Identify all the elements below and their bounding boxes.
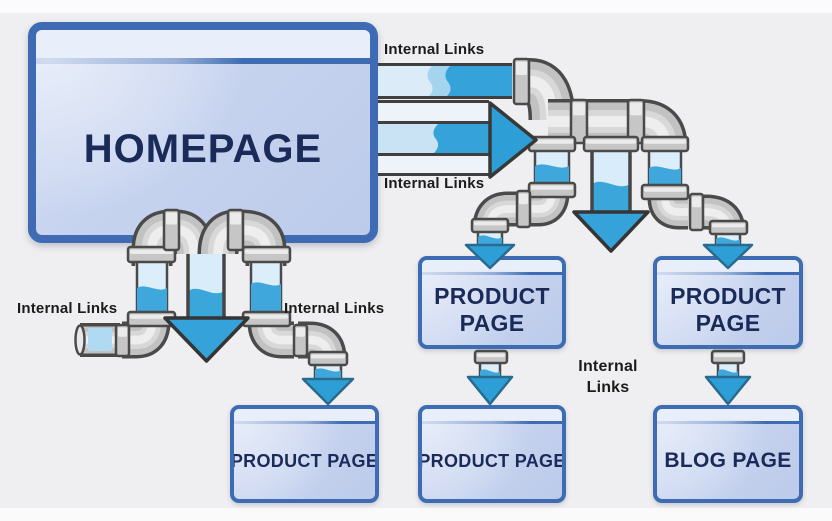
edge-label-internal-links-left-outer: Internal Links [17,300,118,317]
node-label-product-bottom-mid: PRODUCT PAGE [418,450,566,471]
box-header-band [657,409,799,424]
node-product-mid-right: PRODUCT PAGE [653,256,803,349]
box-header-band [36,30,370,64]
node-label-product-mid-left: PRODUCT PAGE [434,282,550,336]
node-blog-bottom-right: BLOG PAGE [653,405,803,503]
background-strip-bottom [0,508,832,521]
open-pipe-end [74,324,112,356]
node-label-product-mid-right: PRODUCT PAGE [670,282,786,336]
top-link-pipe [378,63,512,99]
box-header-band [234,409,375,424]
background-strip-top [0,0,832,13]
edge-label-internal-links-top-right: Internal Links [384,41,485,58]
edge-label-internal-links-center: Internal Links [578,358,638,396]
main-flow-arrow-channel [378,100,492,176]
node-product-bottom-mid: PRODUCT PAGE [418,405,566,503]
node-label-product-bottom-left: PRODUCT PAGE [230,450,379,471]
edge-label-internal-links-mid-right: Internal Links [384,175,485,192]
box-header-band [422,409,562,424]
node-product-bottom-left: PRODUCT PAGE [230,405,379,503]
node-label-blog: BLOG PAGE [664,449,792,473]
node-product-mid-left: PRODUCT PAGE [418,256,566,349]
node-label-homepage: HOMEPAGE [83,126,323,171]
edge-label-internal-links-left-inner: Internal Links [284,300,385,317]
node-homepage: HOMEPAGE [28,22,378,243]
